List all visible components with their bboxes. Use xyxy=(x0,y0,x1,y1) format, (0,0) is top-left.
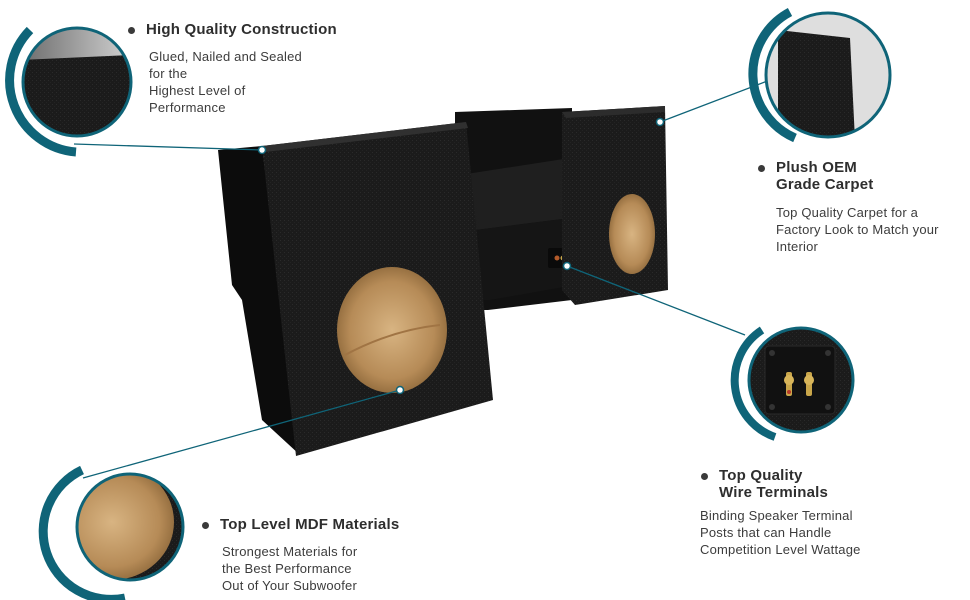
callout-dots xyxy=(257,117,665,395)
feature-description: Top Quality Carpet for a Factory Look to… xyxy=(776,205,939,254)
feature-description: Glued, Nailed and Sealed for the Highest… xyxy=(149,49,302,115)
zoom-mdf xyxy=(38,465,185,600)
feature-construction: High Quality Construction Glued, Nailed … xyxy=(128,21,388,116)
feature-carpet: Plush OEM Grade Carpet Top Quality Carpe… xyxy=(758,159,968,255)
bullet-icon xyxy=(128,27,135,34)
feature-terminals: Top Quality Wire Terminals Binding Speak… xyxy=(700,467,960,558)
zoom-carpet xyxy=(748,8,892,143)
feature-title: High Quality Construction xyxy=(146,21,337,38)
feature-description: Strongest Materials for the Best Perform… xyxy=(222,544,358,593)
feature-description: Binding Speaker Terminal Posts that can … xyxy=(700,508,861,557)
bullet-icon xyxy=(202,522,209,529)
bullet-icon xyxy=(758,165,765,172)
zoom-construction xyxy=(5,26,133,157)
left-speaker-hole xyxy=(337,267,447,393)
callout-lines xyxy=(73,79,771,479)
subwoofer-box xyxy=(218,106,668,456)
zoom-terminals xyxy=(730,326,855,441)
bullet-icon xyxy=(701,473,708,480)
feature-title: Top Quality Wire Terminals xyxy=(719,467,829,501)
feature-title: Plush OEM Grade Carpet xyxy=(776,159,874,193)
feature-mdf: Top Level MDF Materials Strongest Materi… xyxy=(202,516,462,594)
feature-title: Top Level MDF Materials xyxy=(220,516,400,533)
right-speaker-hole xyxy=(609,194,655,274)
